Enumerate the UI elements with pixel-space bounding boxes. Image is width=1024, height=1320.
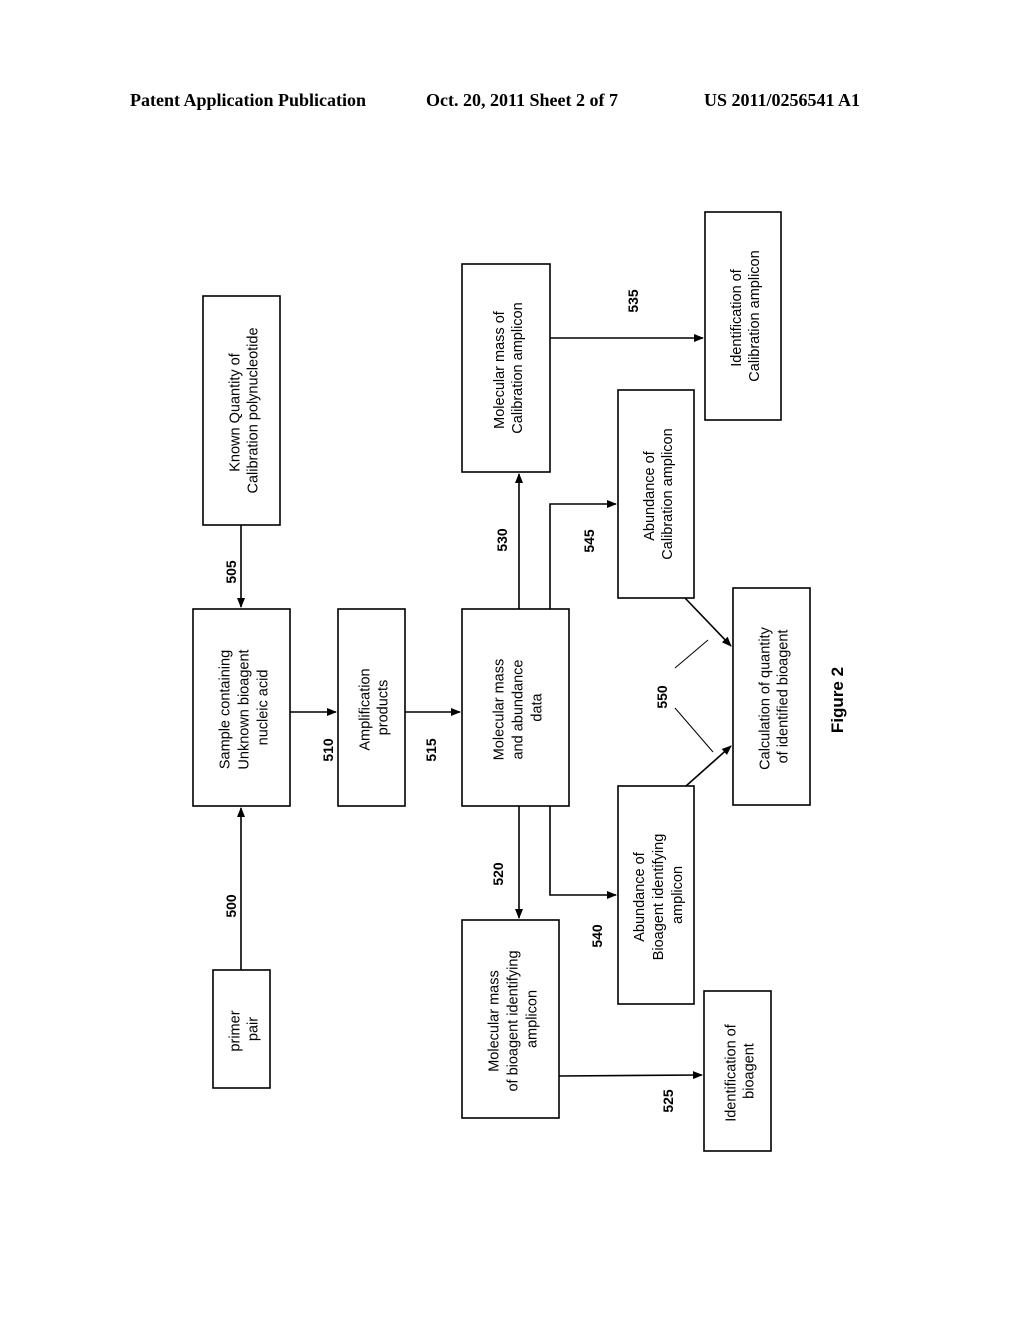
step-515: 515 — [423, 738, 439, 762]
step-540: 540 — [589, 924, 605, 948]
abundance-calibration-amplicon-box — [617, 389, 695, 599]
mass-calibration-amplicon-text: Molecular mass of Calibration amplicon — [492, 302, 526, 433]
identification-calibration-text: Identification of Calibration amplicon — [729, 250, 763, 381]
step-525: 525 — [660, 1089, 676, 1113]
sample-text: Sample containing Unknown bioagent nucle… — [218, 645, 272, 769]
mass-bioagent-amplicon-box — [461, 919, 560, 1119]
step-550: 550 — [654, 685, 670, 709]
mass-bioagent-amplicon-text: Molecular mass of bioagent identifying a… — [487, 946, 541, 1091]
step-510: 510 — [320, 738, 336, 762]
arrow-540 — [549, 806, 617, 899]
step-545: 545 — [581, 529, 597, 553]
figure-label: Figure 2 — [828, 667, 847, 733]
sample-box — [192, 608, 291, 807]
header-publication-number: US 2011/0256541 A1 — [704, 90, 861, 110]
abundance-bioagent-amplicon-box — [617, 785, 695, 1005]
mass-abundance-data-box — [461, 608, 570, 807]
known-quantity-text: Known Quantity of Calibration polynucleo… — [228, 327, 262, 493]
mass-abundance-data-text: Molecular mass and abundance data — [492, 655, 546, 761]
step-530: 530 — [494, 528, 510, 552]
identification-calibration-box — [704, 211, 782, 421]
arrow-525 — [558, 1071, 703, 1080]
arrow-calibration-to-calculation — [684, 597, 732, 647]
leader-550-upper — [674, 639, 709, 669]
header-date-sheet: Oct. 20, 2011 Sheet 2 of 7 — [426, 90, 618, 110]
identification-bioagent-box — [703, 990, 772, 1152]
arrow-bioagent-to-calculation — [685, 745, 732, 787]
abundance-bioagent-amplicon-text: Abundance of Bioagent identifying amplic… — [632, 830, 686, 961]
arrow-545 — [549, 500, 617, 609]
leader-550-lower — [674, 707, 714, 753]
mass-calibration-amplicon-box — [461, 263, 551, 473]
amplification-products-box — [337, 608, 406, 807]
calculation-box — [732, 587, 811, 806]
step-535: 535 — [625, 289, 641, 313]
primer-pair-box — [212, 969, 271, 1089]
known-quantity-box — [202, 295, 281, 526]
abundance-calibration-amplicon-text: Abundance of Calibration amplicon — [642, 428, 676, 559]
step-505: 505 — [223, 560, 239, 584]
amplification-products-text: Amplification products — [358, 664, 392, 750]
calculation-text: Calculation of quantity of identified bi… — [758, 623, 792, 770]
step-520: 520 — [490, 862, 506, 886]
primer-pair-text: primer pair — [228, 1006, 262, 1051]
step-500: 500 — [223, 894, 239, 918]
identification-bioagent-text: Identification of bioagent — [724, 1020, 758, 1122]
header-publication-type: Patent Application Publication — [130, 90, 367, 110]
